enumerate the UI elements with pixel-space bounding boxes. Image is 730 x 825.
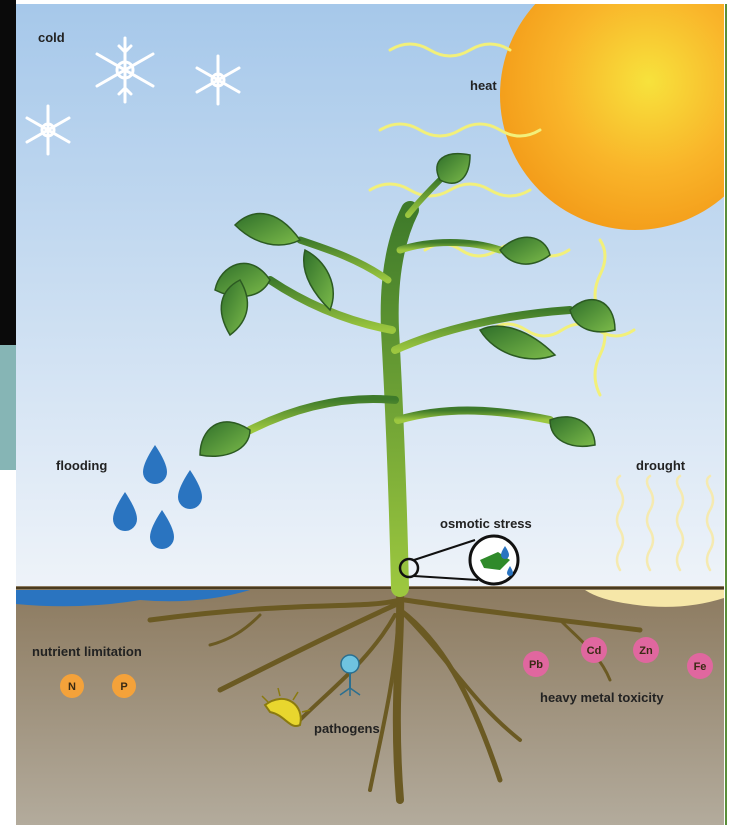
label-pathogens: pathogens	[314, 721, 380, 736]
metal-chip: Fe	[687, 653, 713, 679]
label-osmotic-stress: osmotic stress	[440, 516, 532, 531]
nutrient-chip: N	[60, 674, 84, 698]
nutrient-symbol: P	[120, 681, 127, 693]
left-teal-strip	[0, 345, 16, 470]
label-drought: drought	[636, 458, 686, 473]
nutrient-chip: P	[112, 674, 136, 698]
left-dark-strip	[0, 0, 16, 345]
metal-symbol: Cd	[587, 645, 602, 657]
label-cold: cold	[38, 30, 65, 45]
label-nutrient-limitation: nutrient limitation	[32, 644, 142, 659]
metal-symbol: Pb	[529, 659, 543, 671]
metal-chip: Zn	[633, 637, 659, 663]
label-flooding: flooding	[56, 458, 107, 473]
metal-symbol: Zn	[639, 645, 653, 657]
metal-symbol: Fe	[694, 661, 707, 673]
metal-chip: Pb	[523, 651, 549, 677]
label-heavy-metal-toxicity: heavy metal toxicity	[540, 690, 664, 705]
label-heat: heat	[470, 78, 497, 93]
metal-chip: Cd	[581, 637, 607, 663]
nutrient-symbol: N	[68, 681, 76, 693]
